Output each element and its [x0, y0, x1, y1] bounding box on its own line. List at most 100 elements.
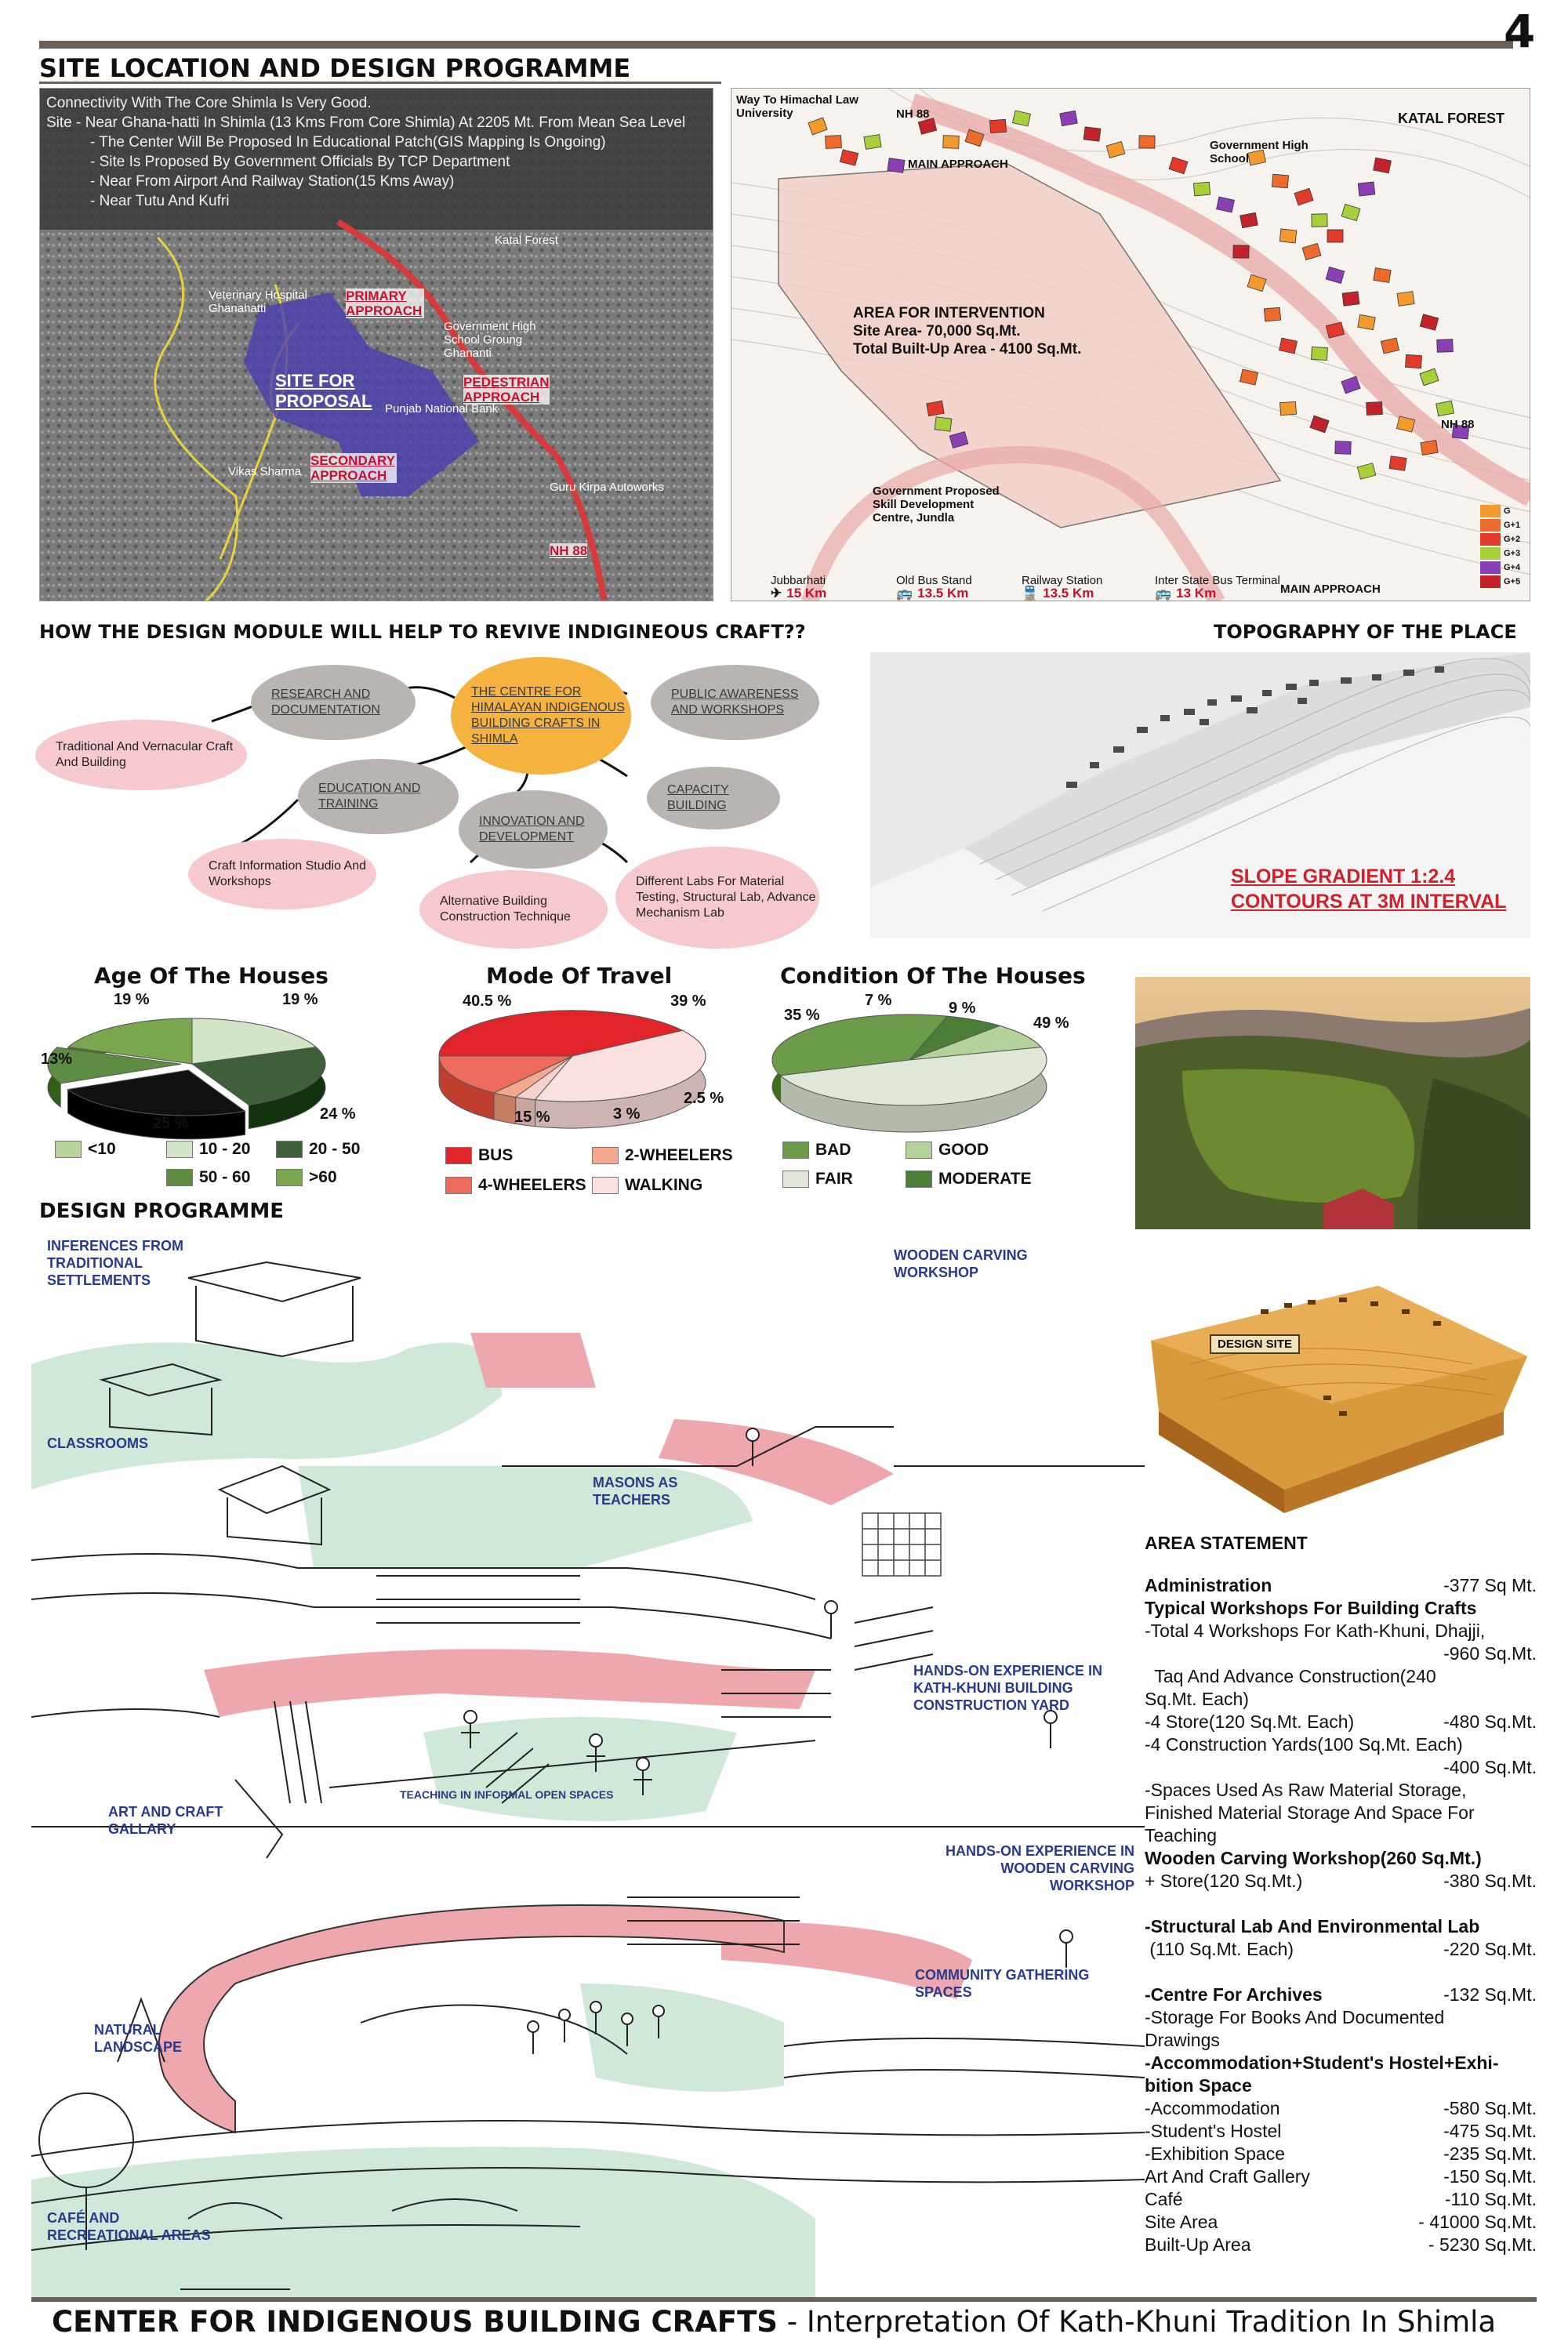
- site-line-3: - The Center Will Be Proposed In Educati…: [90, 134, 606, 151]
- legend-item: 20 - 50: [276, 1140, 360, 1159]
- building-block: [1341, 376, 1361, 394]
- building-block: [1239, 368, 1259, 386]
- area-row-value: -960 Sq.Mt.: [1443, 1643, 1537, 1664]
- floor-legend-swatch: [1480, 561, 1501, 574]
- topography-model-art: [870, 652, 1532, 938]
- travel-chart-title: Mode Of Travel: [486, 963, 673, 989]
- building-block: [1341, 291, 1360, 307]
- area-row: Drawings: [1145, 2029, 1537, 2052]
- legend-swatch: [782, 1171, 809, 1188]
- area-row-value: -475 Sq.Mt.: [1443, 2121, 1537, 2141]
- area-statement-title: AREA STATEMENT: [1145, 1533, 1308, 1553]
- building-block: [1192, 181, 1211, 197]
- building-block: [1341, 203, 1361, 222]
- legend-item: 10 - 20: [166, 1140, 250, 1159]
- building-block: [839, 149, 859, 166]
- distance-value: ✈15 Km: [771, 586, 827, 601]
- legend-item: 4-WHEELERS: [445, 1176, 586, 1195]
- building-block: [1271, 173, 1290, 189]
- floor-legend-label: G+3: [1504, 549, 1521, 558]
- travel-pie-chart: [438, 1010, 706, 1129]
- age-label-2: 19 %: [282, 991, 318, 1008]
- area-row-label: Site Area: [1145, 2212, 1218, 2232]
- condition-label-1: 35 %: [784, 1007, 820, 1024]
- building-block: [1380, 337, 1400, 354]
- capacity-bubble: CAPACITY BUILDING: [647, 767, 780, 829]
- building-block: [1311, 347, 1328, 361]
- area-row-label: -Spaces Used As Raw Material Storage,: [1145, 1780, 1467, 1800]
- design-site-tag: DESIGN SITE: [1210, 1334, 1301, 1354]
- floor-legend-swatch: [1480, 505, 1501, 517]
- bus-icon: 🚌: [1155, 586, 1172, 601]
- legend-item: FAIR: [782, 1170, 853, 1189]
- title-underline: [39, 82, 721, 84]
- legend-label: BUS: [478, 1146, 514, 1164]
- site-location-text-box: Connectivity With The Core Shimla Is Ver…: [40, 89, 713, 216]
- area-row-label: Taq And Advance Construction(240: [1145, 1666, 1436, 1686]
- legend-item: GOOD: [906, 1141, 989, 1160]
- area-row-label: Art And Craft Gallery: [1145, 2166, 1310, 2187]
- legend-item: MODERATE: [906, 1170, 1032, 1189]
- secondary-approach-label: SECONDARY APPROACH: [310, 453, 397, 483]
- legend-label: MODERATE: [938, 1170, 1032, 1188]
- legend-label: 50 - 60: [199, 1168, 251, 1186]
- pie-slice: [909, 1025, 1042, 1061]
- area-row-label: -Structural Lab And Environmental Lab: [1145, 1916, 1480, 1936]
- age-label-4: 25 %: [153, 1115, 189, 1132]
- label-hands-on-kathkhuni: HANDS-ON EXPERIENCE IN KATH-KHUNI BUILDI…: [913, 1663, 1103, 1713]
- label-teaching-informal: TEACHING IN INFORMAL OPEN SPACES: [400, 1788, 614, 1801]
- education-bubble: EDUCATION AND TRAINING: [298, 759, 459, 834]
- area-row-label: -Accommodation: [1145, 2098, 1280, 2118]
- craft-section-title: HOW THE DESIGN MODULE WILL HELP TO REVIV…: [39, 621, 806, 643]
- area-row-label: -Accommodation+Student's Hostel+Exhi-: [1145, 2053, 1499, 2073]
- distance-name: Railway Station: [1022, 574, 1103, 587]
- area-row: Finished Material Storage And Space For: [1145, 1802, 1537, 1824]
- distance-value-text: 15 Km: [786, 586, 827, 601]
- area-row-label: (110 Sq.Mt. Each): [1145, 1939, 1294, 1959]
- pie-slice: [67, 1018, 193, 1065]
- area-row: Site Area- 41000 Sq.Mt.: [1145, 2211, 1537, 2234]
- building-block: [942, 135, 960, 149]
- pie-slice-side: [493, 1092, 517, 1125]
- legend-label: WALKING: [625, 1176, 703, 1194]
- floor-legend-item: G+4: [1480, 561, 1527, 575]
- area-row: Wooden Carving Workshop(260 Sq.Mt.): [1145, 1847, 1537, 1870]
- nh88-top-label: NH 88: [896, 107, 930, 121]
- distance-name: Jubbarhati: [771, 574, 826, 587]
- area-row-label: + Store(120 Sq.Mt.): [1145, 1871, 1303, 1891]
- bus-icon: 🚌: [896, 586, 913, 601]
- label-inferences: INFERENCES FROM TRADITIONAL SETTLEMENTS: [47, 1238, 184, 1288]
- legend-item: WALKING: [592, 1176, 702, 1195]
- legend-label: 4-WHEELERS: [478, 1176, 586, 1194]
- area-row: -4 Store(120 Sq.Mt. Each)-480 Sq.Mt.: [1145, 1711, 1537, 1733]
- pie-slice: [191, 1018, 318, 1065]
- primary-approach-label: PRIMARY APPROACH: [346, 289, 424, 318]
- condition-label-3: 9 %: [949, 1000, 976, 1017]
- legend-swatch: [592, 1177, 619, 1194]
- area-row: -Spaces Used As Raw Material Storage,: [1145, 1779, 1537, 1802]
- building-block: [1247, 149, 1266, 166]
- area-row-label: -Storage For Books And Documented: [1145, 2007, 1445, 2027]
- satellite-map-art: [40, 89, 713, 601]
- pie-slice: [47, 1047, 182, 1084]
- label-classrooms: CLASSROOMS: [47, 1436, 149, 1451]
- building-block: [1357, 181, 1376, 197]
- area-row: [1145, 1893, 1537, 1915]
- labs-bubble: Different Labs For Material Testing, Str…: [615, 847, 819, 949]
- site-plan-art: [731, 89, 1530, 601]
- age-chart-title: Age Of The Houses: [94, 963, 328, 989]
- legend-swatch: [445, 1177, 472, 1194]
- building-block: [1301, 242, 1322, 261]
- area-row: -4 Construction Yards(100 Sq.Mt. Each): [1145, 1733, 1537, 1756]
- area-row-label: -Centre For Archives: [1145, 1984, 1323, 2005]
- site-line-2: Site - Near Ghana-hatti In Shimla (13 Km…: [46, 114, 686, 131]
- area-row: bition Space: [1145, 2074, 1537, 2097]
- condition-label-4: 49 %: [1033, 1014, 1069, 1032]
- travel-label-4: 3 %: [613, 1105, 641, 1123]
- footer-title-bold: CENTER FOR INDIGENOUS BUILDING CRAFTS: [52, 2305, 778, 2339]
- area-row: + Store(120 Sq.Mt.)-380 Sq.Mt.: [1145, 1870, 1537, 1893]
- building-block: [949, 431, 969, 448]
- area-row-label: Teaching: [1145, 1825, 1218, 1846]
- distance-value: 🚌13 Km: [1155, 586, 1280, 601]
